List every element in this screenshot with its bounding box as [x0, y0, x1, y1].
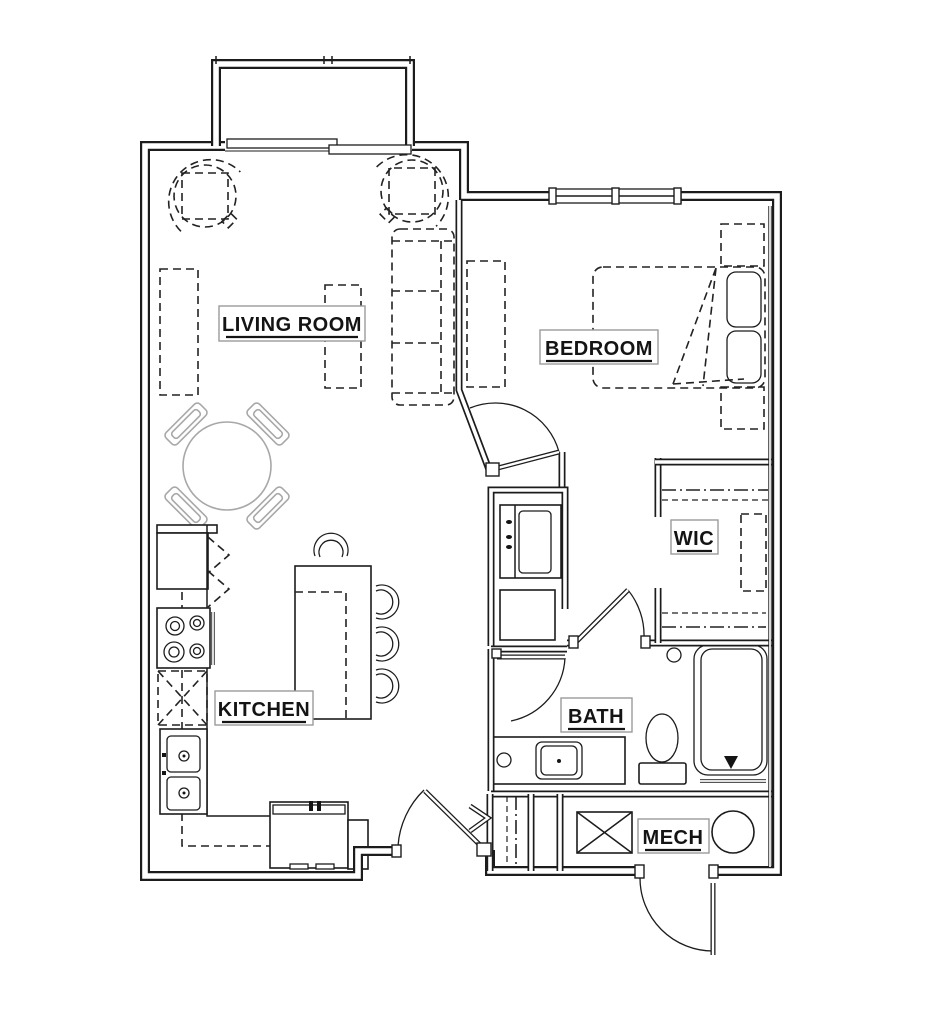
label-kitchen: KITCHEN: [214, 690, 314, 726]
stool: [375, 668, 400, 704]
wic-closet-fittings: [662, 489, 768, 628]
kitchen-entry-door: [391, 789, 492, 858]
entry-door: [634, 864, 719, 955]
hall-bath-door: [568, 588, 651, 649]
lounge-chair-icon: [167, 158, 241, 232]
label-bath: BATH: [560, 697, 633, 733]
kitchen-fixtures: [156, 524, 400, 870]
balcony: [211, 56, 415, 155]
vanity-sink: [492, 736, 626, 785]
closet-shelf: [740, 513, 767, 592]
tub-drain-icon: [724, 756, 738, 769]
stool: [375, 584, 400, 620]
fixture-dot: [666, 647, 682, 663]
sofa: [391, 228, 455, 406]
mech-label: MECH: [643, 827, 704, 849]
bedroom-window: [548, 187, 682, 205]
bedroom-furniture: [466, 223, 766, 430]
label-wic: WIC: [670, 519, 719, 555]
label-mech: MECH: [637, 818, 710, 854]
living-room-label: LIVING ROOM: [222, 314, 362, 336]
mech-fixtures: [576, 810, 755, 854]
living-room-furniture: [159, 153, 455, 530]
cabinet-end-panel: [156, 524, 218, 534]
bathtub: [693, 644, 768, 776]
range: [156, 607, 215, 669]
toilet: [638, 713, 687, 785]
stool: [313, 532, 349, 558]
kitchen-sink: [159, 728, 208, 815]
base-cabinet: [499, 589, 556, 641]
laundry-closet: [499, 504, 562, 641]
sliding-door-panel: [328, 144, 412, 155]
dresser: [466, 260, 506, 388]
dining-table: [182, 421, 272, 511]
bath-door: [491, 648, 566, 722]
fridge-door-swing: [207, 536, 231, 608]
room-labels: LIVING ROOM BEDROOM WIC KITCHEN BATH MEC…: [214, 305, 719, 854]
kitchen-label: KITCHEN: [218, 699, 310, 721]
nightstand: [720, 223, 765, 267]
water-heater-icon: [711, 810, 755, 854]
stool: [375, 626, 400, 662]
counter-edge: [206, 525, 271, 817]
kitchen-island: [294, 532, 400, 720]
label-bedroom: BEDROOM: [539, 329, 659, 365]
entry-closet: [506, 796, 517, 868]
nightstand: [720, 386, 765, 430]
bath-label: BATH: [568, 706, 624, 728]
pillow: [726, 330, 762, 384]
doors: [391, 402, 719, 955]
bedroom-label: BEDROOM: [545, 338, 653, 360]
stacked-washer-dryer: [499, 504, 562, 579]
wall-console: [159, 268, 199, 396]
label-living-room: LIVING ROOM: [218, 305, 366, 342]
hvac-unit-icon: [576, 811, 633, 854]
sliding-door-panel: [226, 138, 338, 149]
bed-fold-corner: [672, 267, 745, 387]
dining-set: [164, 402, 290, 530]
bedroom-door: [469, 402, 560, 477]
bath-fixtures: [492, 644, 768, 785]
refrigerator: [156, 532, 209, 590]
wic-label: WIC: [674, 528, 714, 550]
pillow: [726, 271, 762, 328]
built-in-counter: [269, 801, 349, 870]
